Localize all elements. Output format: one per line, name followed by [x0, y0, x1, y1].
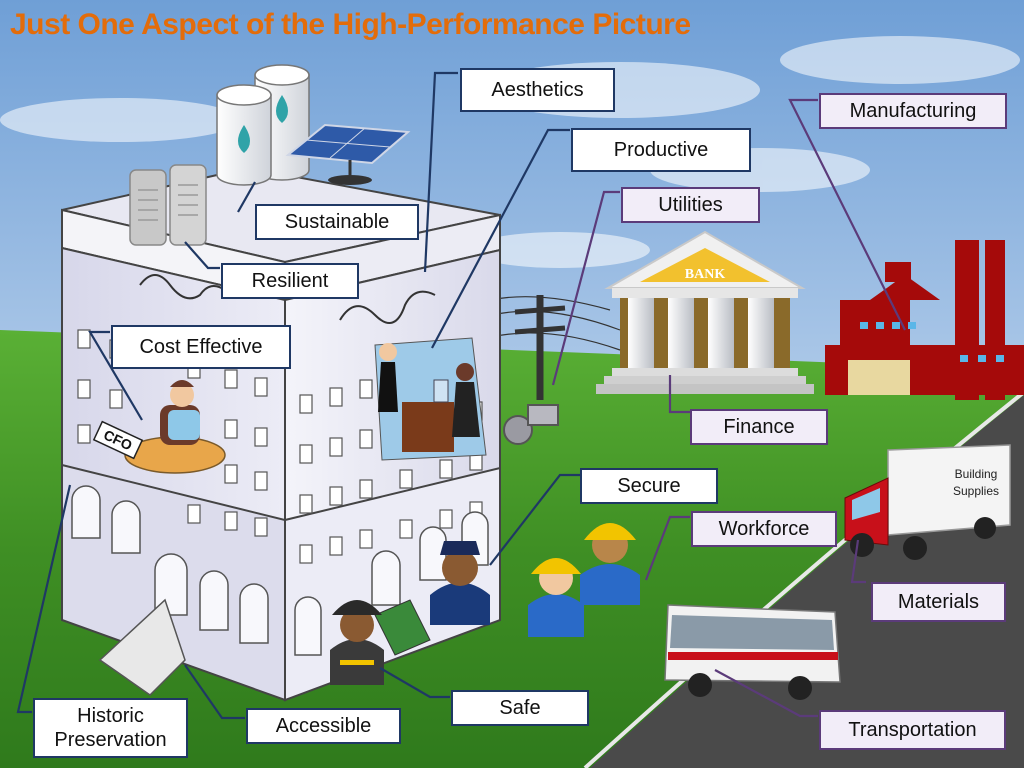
- label-materials: Materials: [871, 582, 1006, 622]
- label-aesthetics: Aesthetics: [460, 68, 615, 112]
- connector-lines-market: [551, 98, 906, 718]
- truck-sign-line1: Building: [954, 467, 998, 481]
- truck-sign-text: Building Supplies: [946, 466, 1006, 500]
- utility-pole-icon: [479, 295, 621, 445]
- page-title: Just One Aspect of the High-Performance …: [10, 8, 691, 41]
- label-manufacturing: Manufacturing: [819, 93, 1007, 129]
- solar-panel-icon: [285, 123, 411, 185]
- truck-sign-line2: Supplies: [952, 483, 1000, 498]
- road-edge: [583, 390, 1024, 768]
- firefighter-icon: [330, 600, 384, 685]
- bank-sign-text: BANK: [685, 267, 726, 282]
- connector-lines-building: [16, 71, 580, 720]
- label-resilient: Resilient: [221, 263, 359, 299]
- bus-icon: [664, 604, 841, 700]
- label-finance: Finance: [690, 409, 828, 445]
- police-officer-icon: [430, 541, 490, 625]
- label-historic-preservation: Historic Preservation: [33, 698, 188, 758]
- label-secure: Secure: [580, 468, 718, 504]
- label-sustainable: Sustainable: [255, 204, 419, 240]
- truck-icon: [844, 444, 1011, 560]
- label-historic-line2: Preservation: [54, 729, 167, 751]
- bank-icon: BANK: [596, 230, 814, 394]
- label-productive: Productive: [571, 128, 751, 172]
- access-ramp: [98, 598, 186, 696]
- label-cost-effective: Cost Effective: [111, 325, 291, 369]
- label-historic-line1: Historic: [77, 705, 144, 727]
- label-workforce: Workforce: [691, 511, 837, 547]
- battery-icon: [129, 164, 207, 246]
- label-utilities: Utilities: [621, 187, 760, 223]
- label-accessible: Accessible: [246, 708, 401, 744]
- construction-worker-icon: [528, 523, 640, 637]
- label-transportation: Transportation: [819, 710, 1006, 750]
- cfo-desk-icon: CFO: [92, 380, 226, 474]
- factory-icon: [825, 240, 1024, 400]
- office-scene: [374, 337, 487, 461]
- label-safe: Safe: [451, 690, 589, 726]
